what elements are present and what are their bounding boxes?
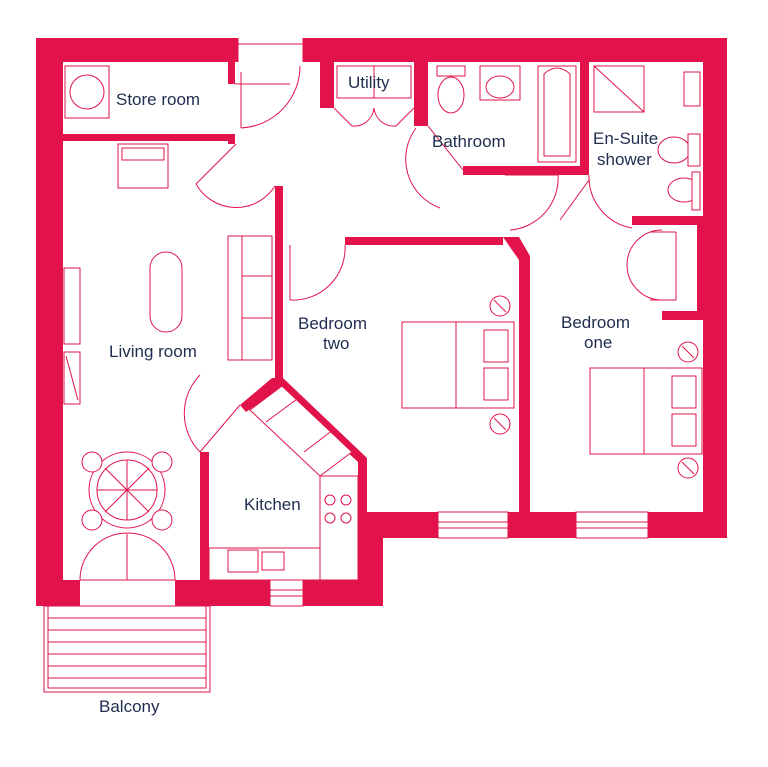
- ensuite-label-line2: shower: [597, 150, 652, 169]
- living-room-furniture: [63, 143, 273, 531]
- doors: [79, 38, 677, 581]
- kitchen-fixtures: [208, 385, 359, 581]
- bathroom-fixtures: [436, 65, 577, 163]
- bedroom-one-furniture: [589, 341, 703, 479]
- bedroom-one-label-line2: one: [584, 333, 613, 352]
- ensuite-fixtures: [593, 65, 701, 211]
- utility-appliances: [336, 65, 412, 99]
- bedroom-two-furniture: [401, 295, 515, 435]
- bedroom-one-label-line1: Bedroom: [561, 313, 630, 332]
- living-room-label: Living room: [109, 342, 197, 361]
- utility-label: Utility: [348, 73, 390, 92]
- windows: [269, 511, 649, 607]
- store-room-boiler: [64, 65, 110, 119]
- bedroom-two-label-line2: two: [323, 334, 350, 353]
- bedroom-two-label-line1: Bedroom: [298, 314, 367, 333]
- balcony-deck: [43, 605, 211, 693]
- exterior-walls: [36, 38, 727, 606]
- balcony-label: Balcony: [99, 697, 160, 716]
- store-room-label: Store room: [116, 90, 201, 109]
- bathroom-label: Bathroom: [432, 132, 506, 151]
- ensuite-label-line1: En-Suite: [593, 129, 659, 148]
- kitchen-label: Kitchen: [244, 495, 301, 514]
